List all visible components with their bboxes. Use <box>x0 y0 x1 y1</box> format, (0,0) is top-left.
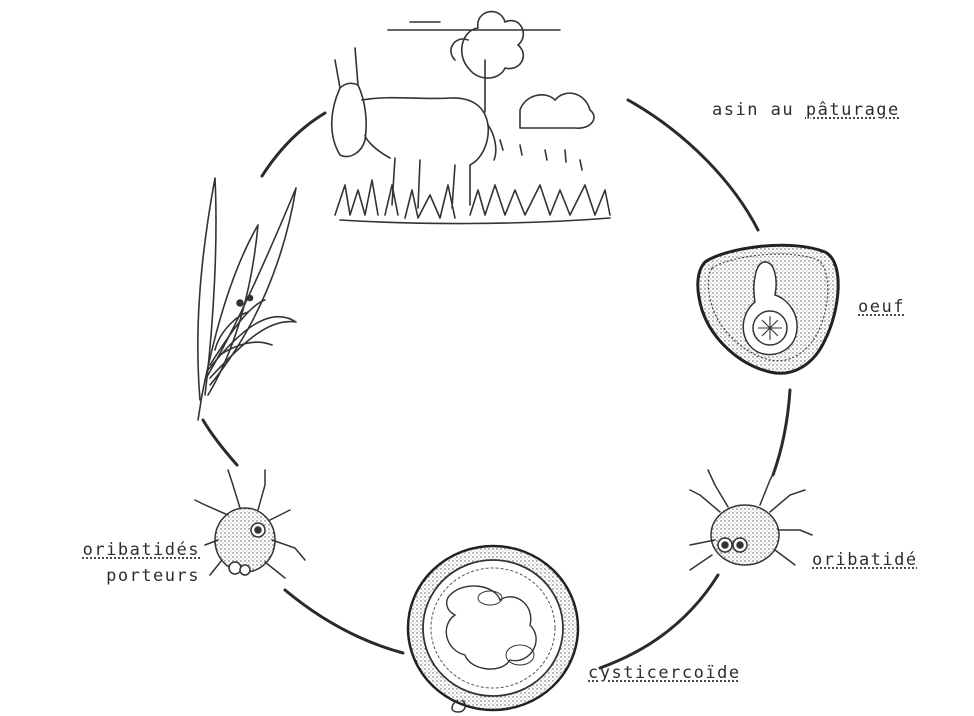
label-donkey-pasture-underlined: pâturage <box>806 100 900 120</box>
egg-illustration <box>698 245 838 373</box>
label-carrier-mites-line2: porteurs <box>10 566 200 586</box>
arc-mites-to-grass <box>203 420 237 465</box>
oribatid-mite-left <box>195 470 305 578</box>
bush <box>520 93 594 128</box>
label-carrier-mites-line1: oribatidés <box>10 540 200 560</box>
label-carrier-mites: oribatidés porteurs <box>10 540 200 586</box>
label-egg: oeuf <box>858 297 905 317</box>
label-oribatid-mite: oribatidé <box>812 550 918 570</box>
label-cysticercoid: cysticercoïde <box>588 663 741 683</box>
label-donkey-pasture: asin au pâturage <box>712 100 900 120</box>
arc-cyst-to-mites <box>285 590 403 653</box>
donkey-pasture-illustration <box>332 12 610 224</box>
arc-egg-to-mite <box>773 390 790 475</box>
cysticercoid-illustration <box>408 546 578 712</box>
label-donkey-pasture-prefix: asin au <box>712 100 806 120</box>
oribatid-mite-right <box>690 470 812 570</box>
donkey-ears <box>335 48 358 88</box>
arc-grass-to-donkey <box>262 113 325 176</box>
grass-ground <box>335 180 610 218</box>
grass-blades-illustration <box>198 178 296 420</box>
tree <box>462 12 524 112</box>
donkey-body <box>362 98 488 208</box>
donkey-head <box>332 83 366 156</box>
arc-mite-to-cyst <box>600 575 718 668</box>
